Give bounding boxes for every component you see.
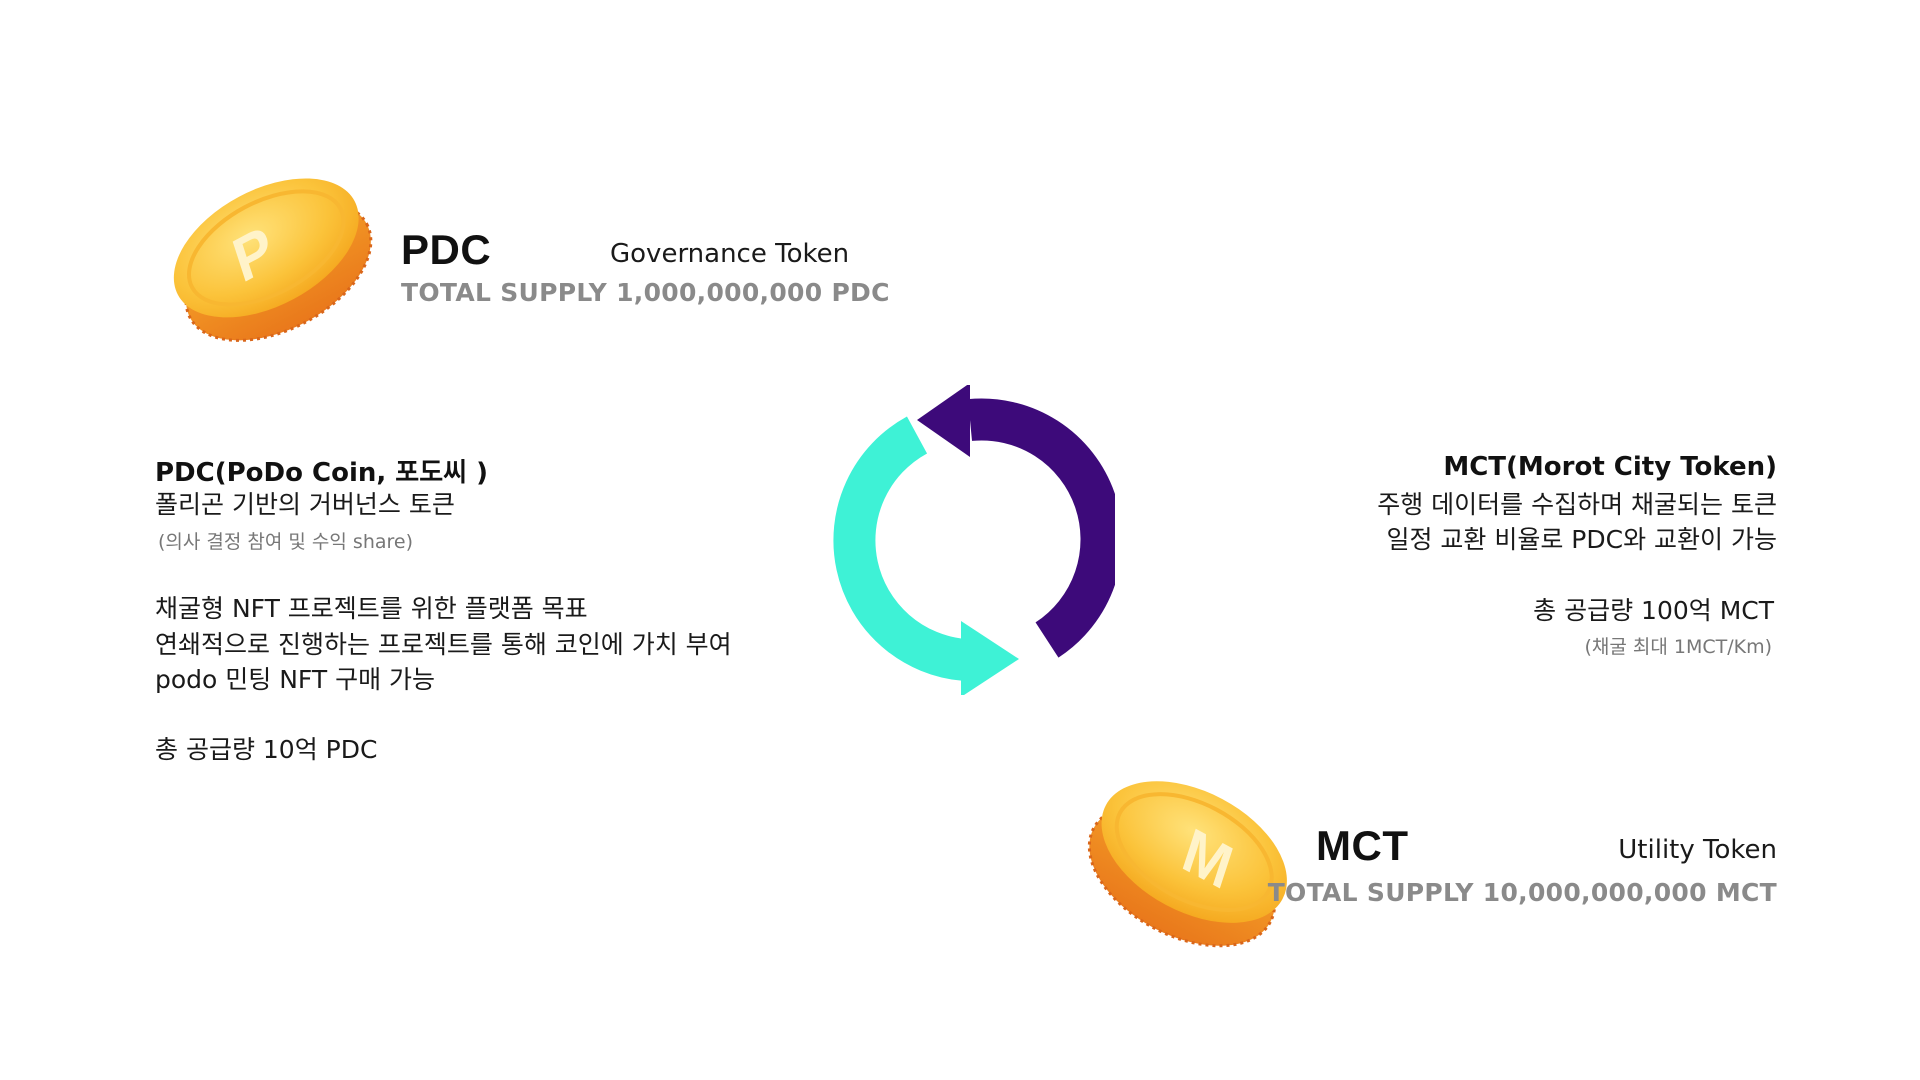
pdc-total-amount: 총 공급량 10억 PDC: [155, 735, 378, 764]
pdc-total-supply: TOTAL SUPPLY 1,000,000,000 PDC: [401, 278, 890, 307]
mct-coin-icon: M: [1080, 765, 1300, 955]
mct-heading: MCT(Morot City Token): [1443, 452, 1777, 482]
pdc-token-type: Governance Token: [610, 239, 850, 269]
pdc-coin-icon: P: [160, 165, 380, 345]
pdc-title: PDC: [401, 226, 492, 273]
mct-total-amount: 총 공급량 100억 MCT: [1533, 596, 1774, 625]
mct-total-supply: TOTAL SUPPLY 10,000,000,000 MCT: [1267, 878, 1777, 907]
pdc-description-4: podo 민팅 NFT 구매 가능: [155, 665, 436, 694]
pdc-description-note: (의사 결정 참여 및 수익 share): [158, 531, 414, 553]
mct-token-type: Utility Token: [1618, 835, 1777, 865]
pdc-description-3: 연쇄적으로 진행하는 프로젝트를 통해 코인에 가치 부여: [155, 630, 732, 659]
mct-description-2: 일정 교환 비율로 PDC와 교환이 가능: [1386, 525, 1777, 554]
pdc-description-1: 폴리곤 기반의 거버넌스 토큰: [155, 490, 455, 519]
exchange-cycle-icon: [825, 383, 1123, 699]
pdc-heading: PDC(PoDo Coin, 포도씨 ): [155, 458, 489, 488]
pdc-description-2: 채굴형 NFT 프로젝트를 위한 플랫폼 목표: [155, 594, 588, 623]
mct-total-note: (채굴 최대 1MCT/Km): [1584, 636, 1772, 658]
mct-title: MCT: [1316, 822, 1409, 869]
mct-description-1: 주행 데이터를 수집하며 채굴되는 토큰: [1377, 490, 1777, 519]
